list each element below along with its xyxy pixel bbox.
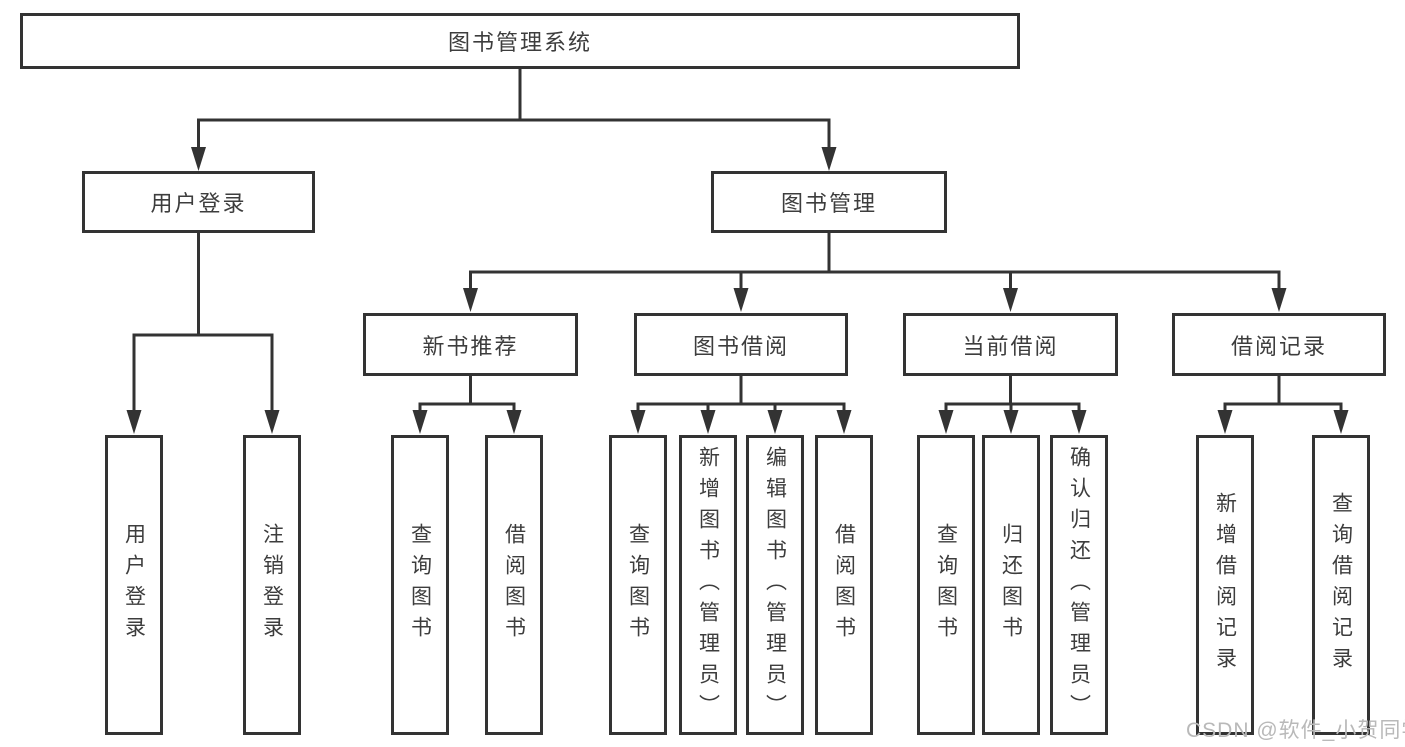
node-leaf-query-borrow-record: 查询借阅记录 bbox=[1312, 435, 1370, 735]
node-leaf-user-login: 用户登录 bbox=[105, 435, 163, 735]
node-label: 图书管理 bbox=[780, 191, 877, 216]
node-label: 借阅图书 bbox=[832, 523, 856, 647]
node-leaf-add-borrow-record: 新增借阅记录 bbox=[1196, 435, 1254, 735]
node-label: 查询图书 bbox=[626, 523, 650, 647]
node-label: 编辑图书（管理员） bbox=[763, 445, 787, 725]
node-label: 图书管理系统 bbox=[447, 30, 592, 55]
node-new-book-recommendation: 新书推荐 bbox=[363, 313, 578, 376]
node-label: 借阅图书 bbox=[502, 523, 526, 647]
node-label: 查询图书 bbox=[408, 523, 432, 647]
node-label: 借阅记录 bbox=[1230, 333, 1327, 359]
node-leaf-query-books-2: 查询图书 bbox=[609, 435, 667, 735]
node-leaf-edit-book-admin: 编辑图书（管理员） bbox=[746, 435, 804, 735]
node-label: 用户登录 bbox=[150, 191, 247, 216]
node-label: 归还图书 bbox=[999, 523, 1023, 647]
node-label: 用户登录 bbox=[122, 523, 146, 647]
node-borrow-records: 借阅记录 bbox=[1172, 313, 1386, 376]
csdn-watermark: CSDN @软件_小贺同学 bbox=[1186, 719, 1405, 742]
node-label: 查询借阅记录 bbox=[1329, 492, 1353, 678]
node-book-borrowing: 图书借阅 bbox=[634, 313, 848, 376]
node-label: 新增借阅记录 bbox=[1213, 492, 1237, 678]
node-current-borrowing: 当前借阅 bbox=[903, 313, 1118, 376]
node-book-management: 图书管理 bbox=[711, 171, 947, 233]
node-leaf-add-book-admin: 新增图书（管理员） bbox=[679, 435, 737, 735]
node-label: 查询图书 bbox=[934, 523, 958, 647]
arrowheads bbox=[126, 147, 1349, 434]
node-leaf-return-book: 归还图书 bbox=[982, 435, 1040, 735]
node-label: 当前借阅 bbox=[962, 333, 1059, 359]
node-user-login: 用户登录 bbox=[82, 171, 315, 233]
node-leaf-query-books-3: 查询图书 bbox=[917, 435, 975, 735]
node-leaf-query-books-1: 查询图书 bbox=[391, 435, 449, 735]
node-leaf-confirm-return-admin: 确认归还（管理员） bbox=[1050, 435, 1108, 735]
node-label: 新增图书（管理员） bbox=[696, 445, 720, 725]
node-label: 图书借阅 bbox=[692, 333, 789, 359]
node-label: 新书推荐 bbox=[422, 333, 519, 359]
node-label: 注销登录 bbox=[260, 523, 284, 647]
node-leaf-borrow-books-1: 借阅图书 bbox=[485, 435, 543, 735]
node-leaf-borrow-books-2: 借阅图书 bbox=[815, 435, 873, 735]
node-library-management-system: 图书管理系统 bbox=[20, 13, 1020, 69]
node-leaf-logout: 注销登录 bbox=[243, 435, 301, 735]
node-label: 确认归还（管理员） bbox=[1067, 445, 1091, 725]
